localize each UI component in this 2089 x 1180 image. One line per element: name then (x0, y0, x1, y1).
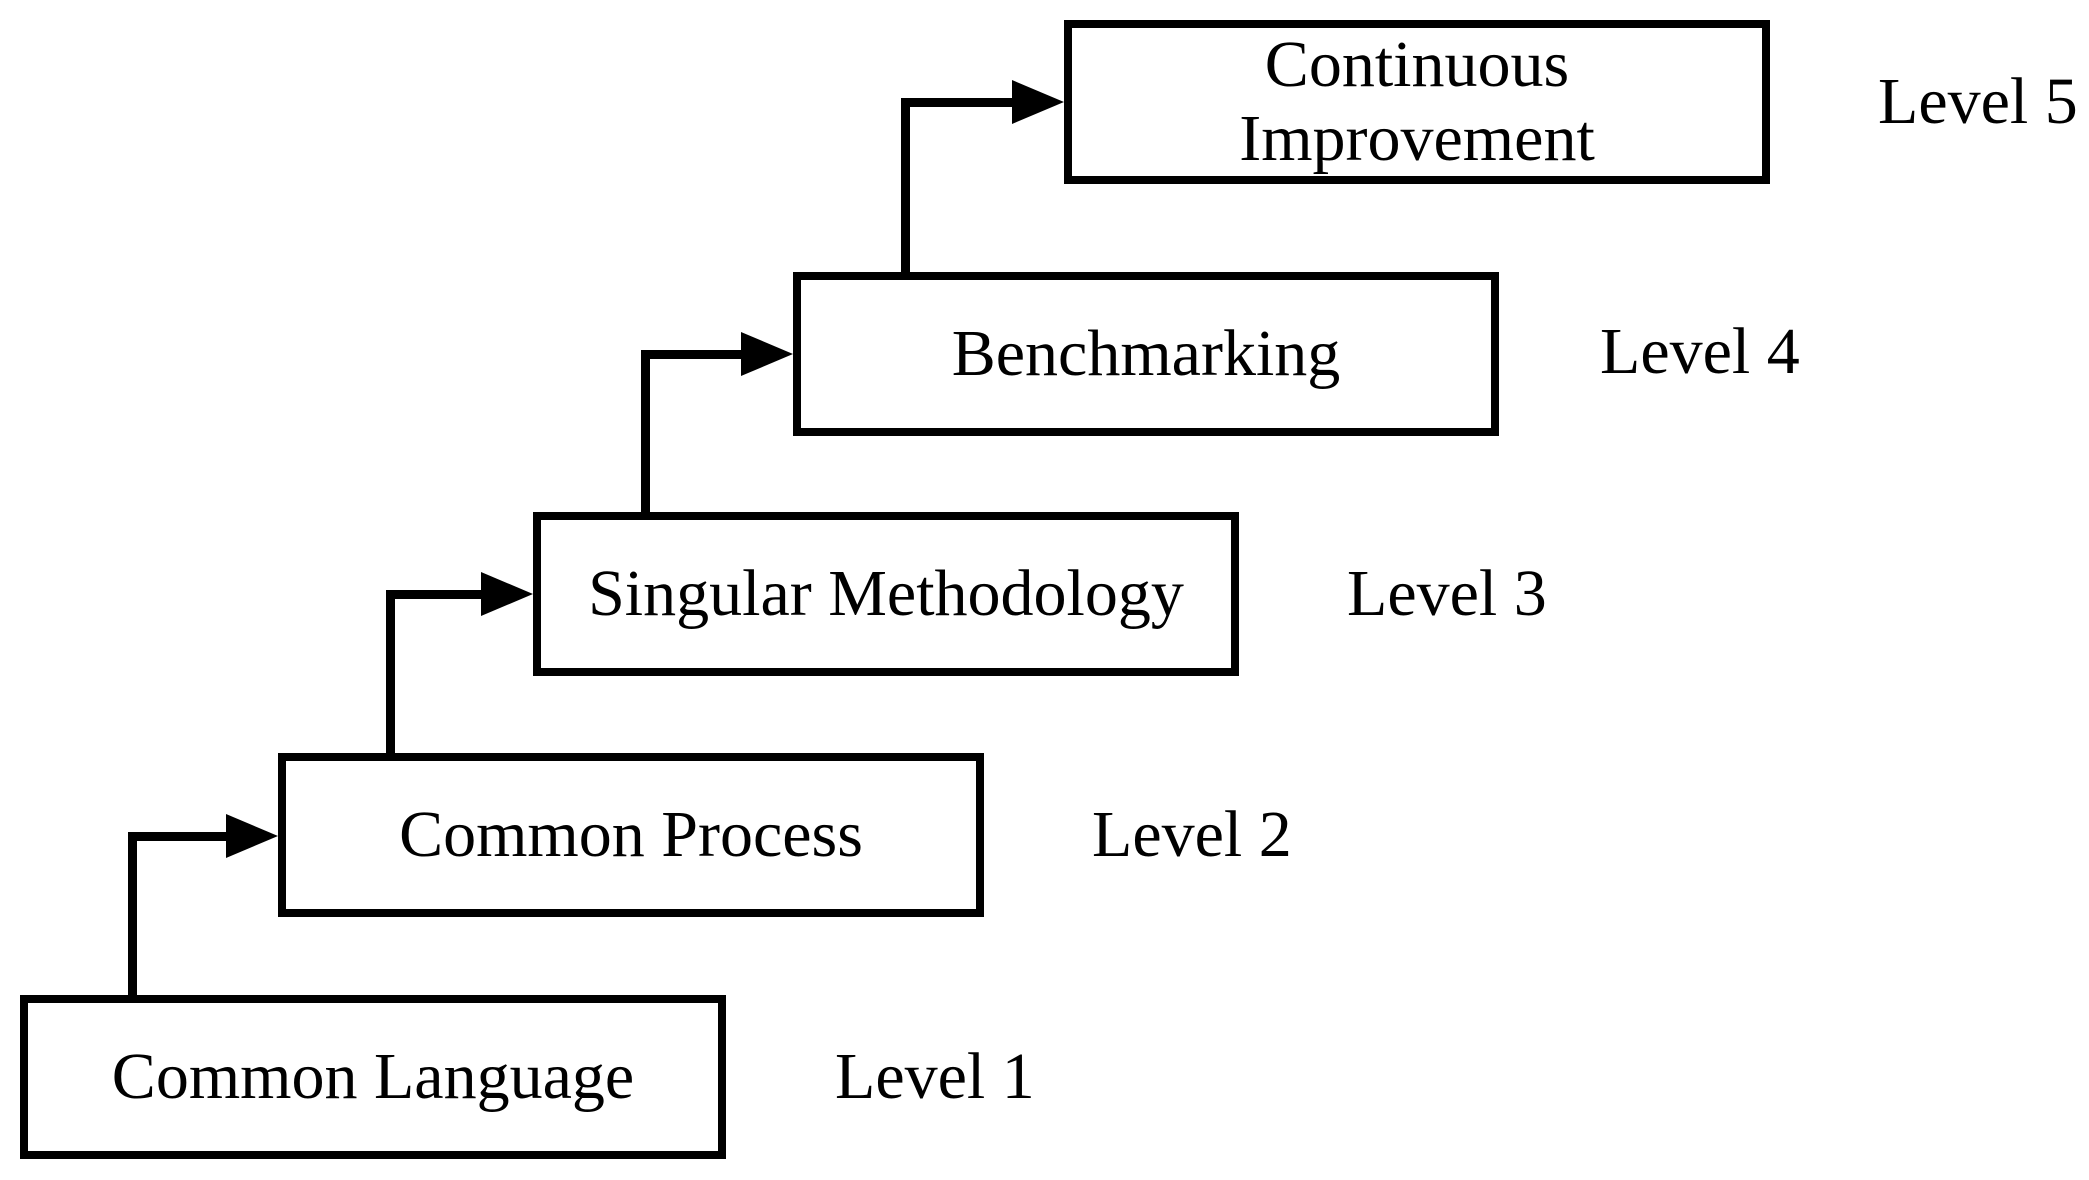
box-label-line: Common Process (399, 798, 863, 872)
arrow-vertical-segment (901, 102, 910, 272)
arrowhead-right-icon (481, 572, 533, 616)
arrowhead-right-icon (741, 332, 793, 376)
level-box-benchmarking: Benchmarking (793, 272, 1499, 436)
level-label-2: Level 2 (1092, 798, 1292, 871)
box-label-line: Improvement (1239, 102, 1595, 175)
arrow-horizontal-segment (641, 350, 741, 359)
level-box-common-language: Common Language (20, 995, 726, 1159)
level-label-3: Level 3 (1347, 557, 1547, 630)
box-label-line: Singular Methodology (588, 557, 1184, 631)
level-label-1: Level 1 (835, 1040, 1035, 1113)
box-label-line: Benchmarking (951, 317, 1341, 391)
arrow-vertical-segment (128, 836, 137, 995)
level-label-5: Level 5 (1878, 65, 2078, 138)
level-box-common-process: Common Process (278, 753, 984, 917)
level-box-continuous-improvement: Continuous Improvement (1064, 20, 1770, 184)
box-label-line: Continuous (1264, 28, 1570, 102)
box-label-line: Common Language (111, 1040, 635, 1114)
arrow-horizontal-segment (386, 590, 481, 599)
level-box-singular-methodology: Singular Methodology (533, 512, 1239, 676)
arrow-horizontal-segment (128, 832, 226, 841)
level-label-4: Level 4 (1600, 315, 1800, 388)
arrow-vertical-segment (641, 354, 650, 512)
arrowhead-right-icon (226, 814, 278, 858)
arrow-vertical-segment (386, 594, 395, 753)
arrowhead-right-icon (1012, 80, 1064, 124)
arrow-horizontal-segment (901, 98, 1012, 107)
